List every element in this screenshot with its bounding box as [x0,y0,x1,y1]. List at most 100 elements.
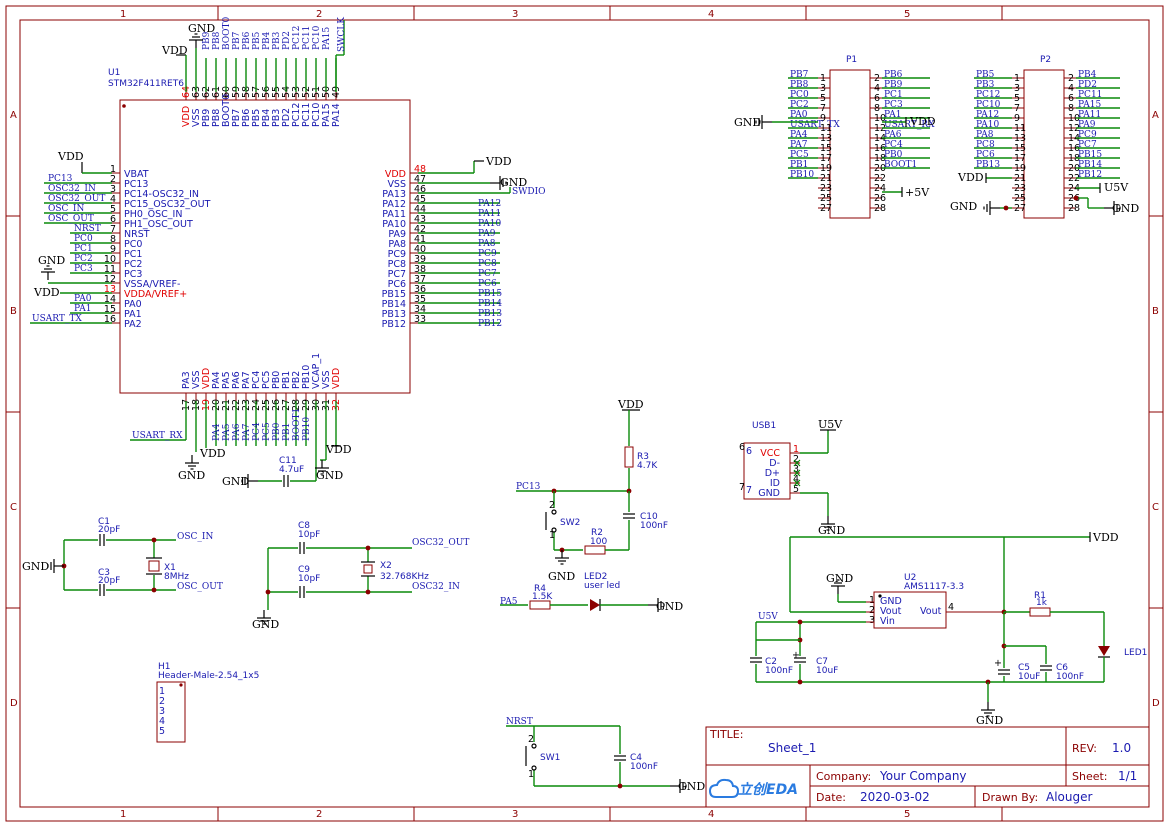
x1-symbol [148,560,160,572]
h1-pin: 1 [159,686,165,697]
vdd-label: VDD [33,286,60,299]
u1-net-label: PC2 [74,254,93,264]
u1-pin-name: VSS [321,370,332,389]
usb1-body [743,442,791,500]
u1-pin-number: 5 [110,204,116,215]
u5v-label: U5V [1104,181,1129,194]
u1-net-label: OSC32_OUT [48,194,105,204]
u1-net-label: PB7 [232,31,242,50]
led1-ref: LED1 [1124,648,1147,658]
gnd-label: GND [656,600,683,613]
gnd-label: GND [252,618,279,631]
p2-gnd-symbol [983,201,1000,215]
u1-net-label: USART_TX [32,314,82,324]
c2-symbol [750,657,762,663]
c2-val: 100nF [765,666,793,676]
u1-pin-number: 48 [414,164,426,175]
header-net-label: USART_RX [884,120,935,130]
header-net-label: PC5 [790,150,809,160]
u1-part: STM32F411RET6 [108,79,184,89]
c1-ref: C1 [98,517,110,527]
usart-rx-label: USART_RX [132,431,183,441]
c5-val: 10uF [1018,672,1040,682]
header-pin-number: 16 [1068,143,1080,154]
r2-symbol [584,545,606,555]
u1-pin-name: PA6 [231,371,242,389]
u1-net-label: BOOT0 [222,16,232,50]
u1-pin-name: PA8 [388,239,406,250]
u1-pin-name: VDD [385,169,406,180]
h1-pin: 4 [159,716,165,727]
u1-pin-number: 14 [104,294,116,305]
header-net-label: PA9 [1078,120,1096,130]
header-ref: P2 [1040,55,1051,65]
sheet-frame [5,5,1164,822]
x1-ref: X1 [164,563,176,573]
header-pin-number: 9 [820,113,826,124]
company-value: Your Company [879,769,967,783]
header-pin-number: 1 [1014,73,1020,84]
junction-dot [617,783,623,789]
grid-row-left: C [10,502,17,513]
u1-pin-name: PC6 [388,279,406,290]
header-pin-number: 20 [1068,163,1080,174]
header-net-label: PB10 [790,170,814,180]
pa5-label: PA5 [500,597,518,607]
u1-pin-name: VSS [191,370,202,389]
header-pin-number: 14 [1068,133,1080,144]
header-net-label: PB4 [1078,70,1097,80]
u1-gnd-symbol [315,460,329,475]
c1-symbol [99,534,105,546]
header-net-label: PC3 [884,100,903,110]
u1-pin-name: PB8 [211,109,222,127]
u1-net-label: PB5 [252,31,262,50]
header-net-label: PB1 [790,160,808,170]
c4-ref: C4 [630,753,642,763]
sw2-pin: 2 [549,500,555,511]
u1-pin-number: 35 [414,294,426,305]
u2-pin-name: Vout [880,606,902,617]
u1-net-label: PA4 [212,423,222,441]
u1-pin-name: PC13 [124,179,148,190]
sw1-ref: SW1 [540,753,560,763]
u1-pin-name: PC5 [261,371,272,389]
header-net-label: USART_TX [790,120,840,130]
r1-symbol [1029,607,1051,617]
osc-out-label: OSC_OUT [177,582,223,592]
header-net-label: PB8 [790,80,809,90]
u1-net-label: PA5 [222,423,232,441]
grid-col-top: 2 [316,9,322,20]
u2-pin-number: 1 [869,595,875,606]
rev-label: REV: [1072,742,1097,755]
sw1-contact [531,743,537,749]
h1-body [156,681,186,743]
header-pin-number: 21 [820,173,832,184]
c4-val: 100nF [630,762,658,772]
gnd-label: GND [826,572,853,585]
vdd-label: VDD [1092,531,1119,544]
sw2-ref: SW2 [560,518,580,528]
usb1-gnd [821,516,835,531]
u1-pin-name: PA14 [331,103,342,127]
header-net-label: PB5 [976,70,995,80]
u1-pin-number: 34 [414,304,426,315]
grid-row-left: D [10,698,18,709]
header-pin-number: 11 [820,123,832,134]
no-connect-mark [793,469,801,477]
vdd-label: VDD [909,115,936,128]
u1-net-label: PC6 [478,279,497,289]
usb1-ref: USB1 [752,421,776,431]
usb1-shield-num: 6 [739,442,745,453]
u1-pin-name: VDD [181,106,192,127]
usb1-shield: 6 [746,446,752,457]
u1-net-label: PB15 [478,289,502,299]
header-pin-number: 8 [874,103,880,114]
sw2-contact [551,527,557,533]
header-pin-number: 3 [820,83,826,94]
junction-dot [365,545,371,551]
u1-net-label: PC7 [478,269,497,279]
u1-pin-number: 13 [104,284,116,295]
c11-val: 4.7uF [279,465,304,475]
grid-col-top: 4 [708,9,714,20]
